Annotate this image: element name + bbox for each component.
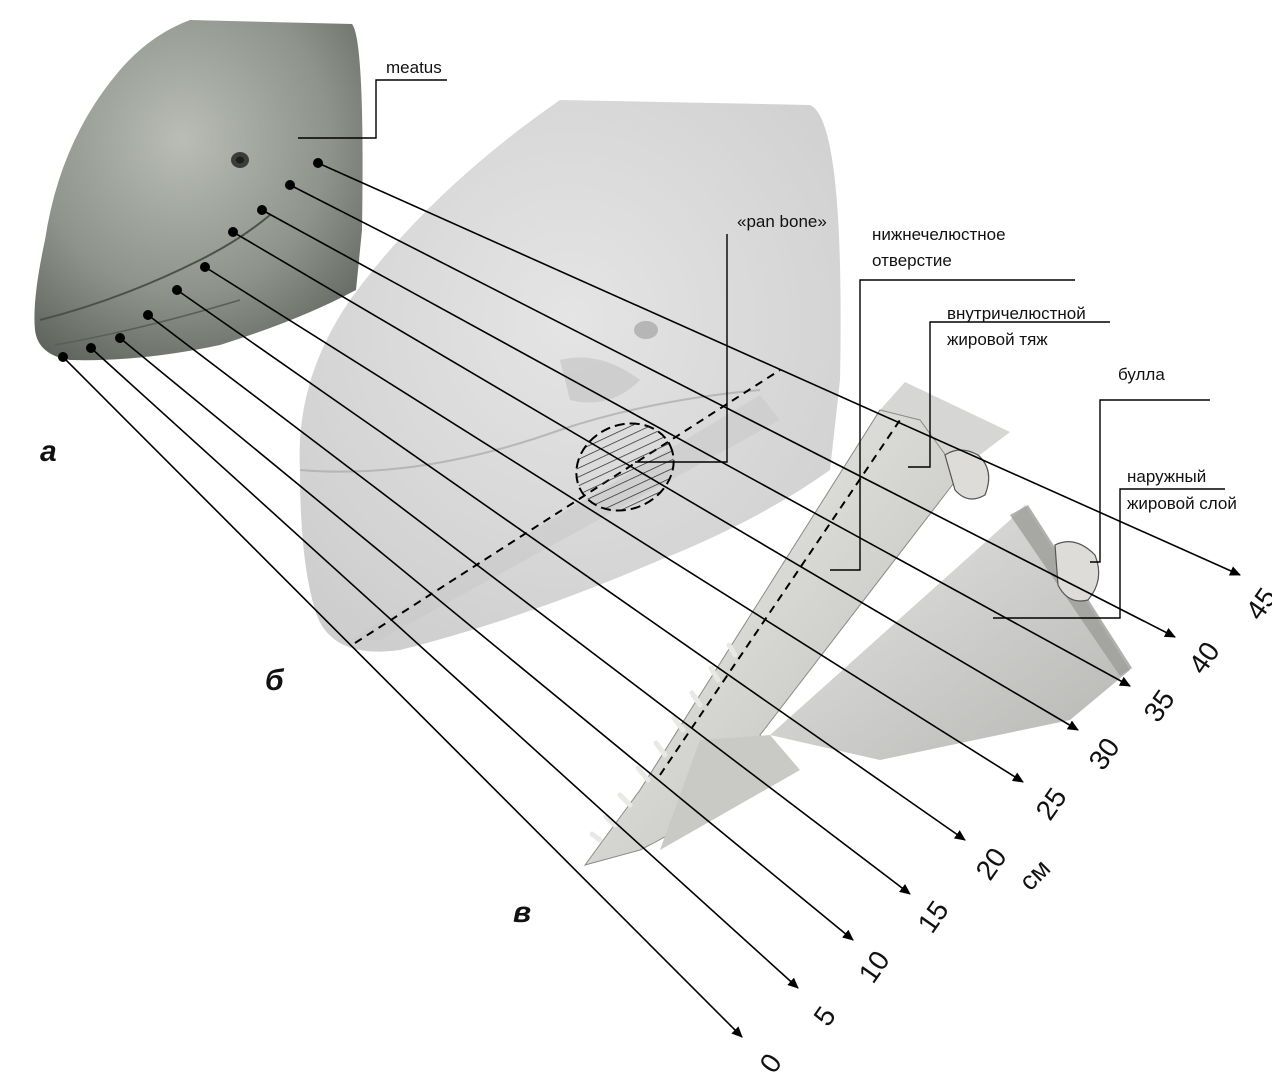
label-outer-fat-1: наружный	[1127, 467, 1206, 486]
scale-tick-30: 30	[1083, 732, 1126, 775]
scale-tick-10: 10	[853, 945, 896, 988]
scale-tick-35: 35	[1138, 684, 1181, 727]
label-intramandibular-fat-2: жировой тяж	[947, 330, 1048, 349]
scale-tick-5: 5	[808, 1001, 842, 1032]
scale-tick-20: 20	[970, 842, 1013, 885]
panel-letter-a: а	[40, 435, 57, 468]
scale-unit: см	[1013, 853, 1056, 896]
label-pan-bone: «pan bone»	[737, 212, 827, 231]
panel-letter-v: в	[513, 896, 531, 929]
ghost-head-b	[300, 100, 841, 652]
label-bulla: булла	[1118, 365, 1165, 384]
scale-tick-40: 40	[1183, 636, 1226, 679]
label-meatus: meatus	[386, 58, 442, 77]
scale-tick-25: 25	[1030, 782, 1073, 825]
label-mandibular-foramen-2: отверстие	[872, 251, 952, 270]
scale-tick-45: 45	[1240, 582, 1272, 625]
scale-tick-15: 15	[912, 895, 955, 938]
label-mandibular-foramen-1: нижнечелюстное	[872, 225, 1006, 244]
whale-head-a	[34, 20, 362, 360]
label-intramandibular-fat-1: внутричелюстной	[947, 304, 1086, 323]
label-outer-fat-2: жировой слой	[1127, 494, 1237, 513]
panel-letter-b: б	[265, 664, 285, 697]
scale-tick-0: 0	[754, 1048, 788, 1077]
